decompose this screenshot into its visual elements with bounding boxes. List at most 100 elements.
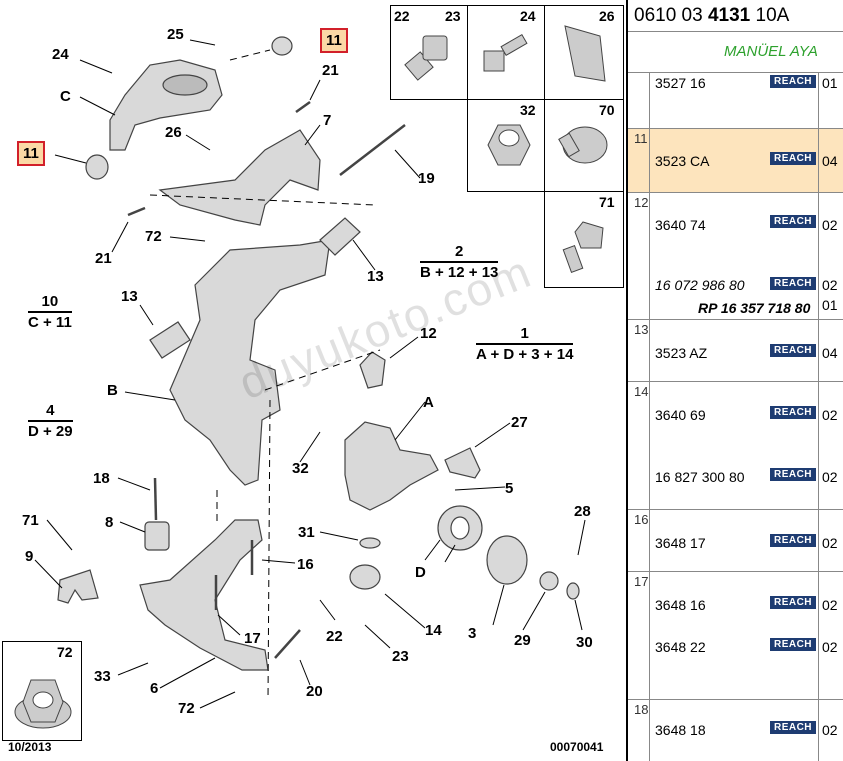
reference-suffix: 10A (750, 5, 790, 26)
exploded-parts-diagram: duyukoto.com 24 25 11 11 C 21 26 7 19 21… (2, 5, 624, 754)
reach-badge: REACH (770, 344, 816, 357)
callout-11-highlighted-top[interactable]: 11 (320, 28, 348, 53)
kit-4-contents: D + 29 (28, 423, 73, 440)
callout-30[interactable]: 30 (576, 634, 593, 651)
callout-21-bottom[interactable]: 21 (95, 250, 112, 267)
kit-4-number: 4 (28, 402, 73, 422)
callout-71[interactable]: 71 (22, 512, 39, 529)
callout-72-bottom[interactable]: 72 (178, 700, 195, 717)
callout-16[interactable]: 16 (297, 556, 314, 573)
parts-row[interactable]: 13 3523 AZ REACH 04 (628, 319, 843, 381)
callout-22[interactable]: 22 (326, 628, 343, 645)
parts-row[interactable]: 12 3640 74 REACH 02 16 072 986 80 REACH … (628, 192, 843, 319)
callout-12[interactable]: 12 (420, 325, 437, 342)
callout-7[interactable]: 7 (323, 112, 332, 129)
callout-32[interactable]: 32 (292, 460, 309, 477)
part-qty: 01 (822, 75, 838, 91)
reference-header: 0610 03 4131 10A (628, 0, 843, 32)
part-qty: 04 (822, 153, 838, 169)
part-code: 3648 18 (655, 722, 706, 738)
bearing-D-inner (450, 516, 470, 540)
callout-6[interactable]: 6 (150, 680, 159, 697)
callout-20[interactable]: 20 (306, 683, 323, 700)
callout-31[interactable]: 31 (298, 524, 315, 541)
thumb-bolt-22-23[interactable]: 22 23 (390, 5, 468, 100)
row-index: 13 (634, 322, 649, 337)
bracket-9 (57, 569, 99, 604)
reference-bold: 4131 (707, 5, 751, 26)
callout-14[interactable]: 14 (425, 622, 442, 639)
parts-row-selected[interactable]: 11 3523 CA REACH 04 (628, 128, 843, 192)
callout-13-left[interactable]: 13 (121, 288, 138, 305)
parts-row[interactable]: 3527 16 REACH 01 (628, 72, 843, 128)
parts-list-panel: 0610 03 4131 10A MANÜEL AYA 3527 16 REAC… (626, 0, 843, 761)
callout-5[interactable]: 5 (505, 480, 514, 497)
callout-B[interactable]: B (107, 382, 118, 399)
kit-1-contents: A + D + 3 + 14 (476, 346, 574, 363)
callout-29[interactable]: 29 (514, 632, 531, 649)
part-qty: 02 (822, 597, 838, 613)
callout-17[interactable]: 17 (244, 630, 261, 647)
part-code: 3523 AZ (655, 345, 708, 361)
thumb-bolt-24[interactable]: 24 (467, 5, 545, 100)
callout-25[interactable]: 25 (167, 26, 184, 43)
part-code: 3640 74 (655, 217, 706, 233)
bolt-21 (127, 206, 146, 217)
reference-prefix: 0610 03 (634, 5, 708, 26)
reach-badge: REACH (770, 75, 816, 88)
thumb-nut-72[interactable]: 72 (2, 641, 82, 741)
thumb-screw-70[interactable]: 70 (544, 99, 624, 192)
kit-10-number: 10 (28, 293, 72, 313)
part-code-rp: RP 16 357 718 80 (698, 300, 811, 316)
thumb-bolt-71[interactable]: 71 (544, 191, 624, 288)
callout-8[interactable]: 8 (105, 514, 114, 531)
part-code: 3527 16 (655, 75, 706, 91)
callout-26[interactable]: 26 (165, 124, 182, 141)
shield-27 (444, 447, 481, 479)
callout-27[interactable]: 27 (511, 414, 528, 431)
part-qty: 01 (822, 297, 838, 313)
kit-10-fraction: 10 C + 11 (28, 293, 72, 331)
thumb-label-26: 26 (599, 8, 615, 24)
reach-badge: REACH (770, 215, 816, 228)
kit-2-fraction: 2 B + 12 + 13 (420, 243, 499, 281)
row-index: 14 (634, 384, 649, 399)
thumb-label-24: 24 (520, 8, 536, 24)
callout-19[interactable]: 19 (418, 170, 435, 187)
part-qty: 02 (822, 639, 838, 655)
thumb-nut-32[interactable]: 32 (467, 99, 545, 192)
bushing-11-left (85, 154, 109, 180)
callout-A[interactable]: A (423, 394, 434, 411)
callout-9[interactable]: 9 (25, 548, 34, 565)
hub-3 (486, 535, 528, 585)
callout-C[interactable]: C (60, 88, 71, 105)
callout-18[interactable]: 18 (93, 470, 110, 487)
parts-row[interactable]: 16 3648 17 REACH 02 (628, 509, 843, 571)
bolt-18 (153, 477, 158, 521)
parts-row[interactable]: 14 3640 69 REACH 02 16 827 300 80 REACH … (628, 381, 843, 509)
parts-row[interactable]: 18 3648 18 REACH 02 (628, 699, 843, 761)
callout-21-top[interactable]: 21 (322, 62, 339, 79)
row-index: 16 (634, 512, 649, 527)
diagram-drawing (34, 36, 586, 709)
bushing-13-right (319, 217, 361, 256)
callout-23[interactable]: 23 (392, 648, 409, 665)
callout-11-highlighted-left[interactable]: 11 (17, 141, 45, 166)
callout-13-right[interactable]: 13 (367, 268, 384, 285)
part-qty: 02 (822, 407, 838, 423)
parts-row[interactable]: 17 3648 16 REACH 02 3648 22 REACH 02 (628, 571, 843, 699)
part-qty: 02 (822, 469, 838, 485)
thumb-label-22: 22 (394, 8, 410, 24)
panel-title: MANÜEL AYA (724, 43, 818, 60)
callout-D[interactable]: D (415, 564, 426, 581)
callout-24[interactable]: 24 (52, 46, 69, 63)
callout-33[interactable]: 33 (94, 668, 111, 685)
callout-72[interactable]: 72 (145, 228, 162, 245)
reach-badge: REACH (770, 406, 816, 419)
callout-3[interactable]: 3 (468, 625, 477, 642)
reach-badge: REACH (770, 721, 816, 734)
thumb-clip-26[interactable]: 26 (544, 5, 624, 100)
kit-1-fraction: 1 A + D + 3 + 14 (476, 325, 574, 363)
callout-28[interactable]: 28 (574, 503, 591, 520)
row-index: 17 (634, 574, 649, 589)
